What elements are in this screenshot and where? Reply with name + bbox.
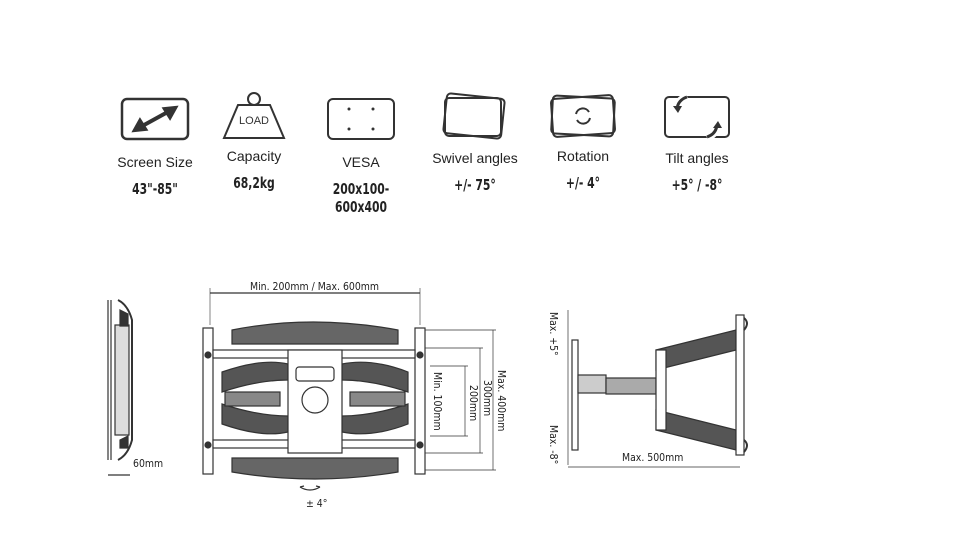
rotation-label: ± 4° bbox=[306, 497, 328, 510]
height-min-label: Min. 100mm bbox=[431, 372, 444, 431]
depth-label: 60mm bbox=[133, 457, 164, 470]
width-dimension-label: Min. 200mm / Max. 600mm bbox=[250, 280, 380, 293]
height-max-label: Max. 400mm bbox=[495, 370, 508, 432]
feature-swivel: Swivel angles +/- 75° bbox=[410, 92, 540, 194]
svg-text:LOAD: LOAD bbox=[239, 115, 269, 127]
rotation-icon bbox=[550, 94, 616, 138]
feature-capacity: LOAD Capacity 68,2kg bbox=[189, 92, 319, 192]
front-view-drawing bbox=[202, 288, 496, 491]
feature-tilt: Tilt angles +5° / -8° bbox=[632, 92, 762, 194]
tilt-down-label: Max. -8° bbox=[547, 425, 560, 465]
screen-size-icon bbox=[120, 97, 190, 141]
height-200-label: 200mm bbox=[467, 385, 480, 422]
vesa-icon bbox=[327, 98, 395, 140]
height-300-label: 300mm bbox=[481, 380, 494, 417]
feature-screen-size: Screen Size 43"-85" bbox=[90, 96, 220, 198]
tilt-up-label: Max. +5° bbox=[547, 312, 560, 356]
tilt-icon bbox=[664, 92, 730, 142]
extension-view-drawing bbox=[567, 310, 748, 468]
feature-rotation: Rotation +/- 4° bbox=[518, 94, 648, 192]
extension-label: Max. 500mm bbox=[622, 451, 684, 464]
feature-vesa: VESA 200x100-600x400 bbox=[296, 96, 426, 216]
side-view-drawing bbox=[107, 299, 133, 476]
load-weight-icon: LOAD bbox=[222, 92, 286, 139]
swivel-icon bbox=[442, 92, 506, 140]
